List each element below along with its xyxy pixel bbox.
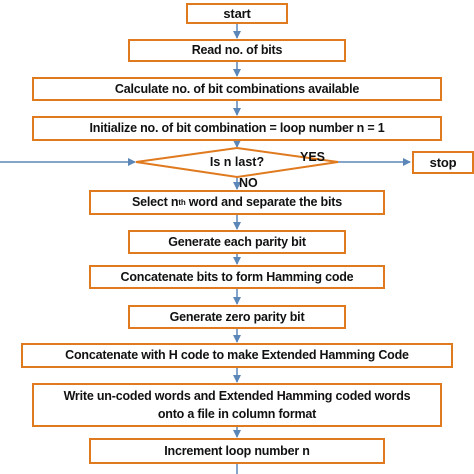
decision-yes-label: YES [300,150,326,164]
step-increment: Increment loop number n [89,438,385,464]
decision-question: Is n last? [209,155,265,169]
step-init-loop: Initialize no. of bit combination = loop… [32,116,442,141]
step-generate-parity: Generate each parity bit [128,230,346,254]
select-word-suffix: word and separate the bits [185,195,342,209]
step-generate-zero-parity: Generate zero parity bit [128,305,346,329]
step-concat-hamming: Concatenate bits to form Hamming code [89,265,385,289]
start-terminal: start [186,3,288,24]
step-concat-extended: Concatenate with H code to make Extended… [21,343,453,368]
step-read-bits: Read no. of bits [128,39,346,62]
decision-no-label: NO [239,176,258,190]
stop-terminal: stop [412,151,474,174]
step-calc-combinations: Calculate no. of bit combinations availa… [32,77,442,101]
step-write-file: Write un-coded words and Extended Hammin… [32,383,442,427]
select-word-prefix: Select n [132,195,179,209]
decision-diamond [135,146,339,179]
